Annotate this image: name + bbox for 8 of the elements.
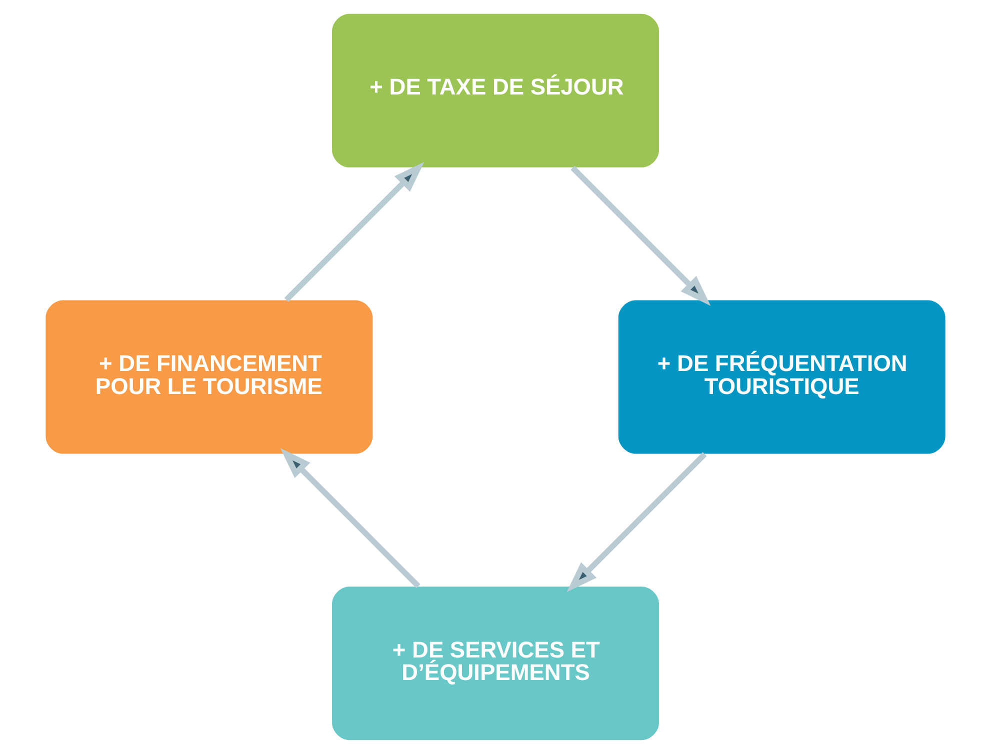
node-box: + DE FINANCEMENT POUR LE TOURISME [46, 300, 373, 454]
arrow [570, 166, 711, 306]
arrow [566, 452, 707, 592]
arrow [284, 162, 424, 302]
arrow [280, 448, 420, 588]
node-box: + DE TAXE DE SÉJOUR [332, 14, 659, 168]
node-box: + DE SERVICES ET D’ÉQUIPEMENTS [332, 586, 659, 740]
node-box: + DE FRÉQUENTATION TOURISTIQUE [618, 300, 946, 454]
